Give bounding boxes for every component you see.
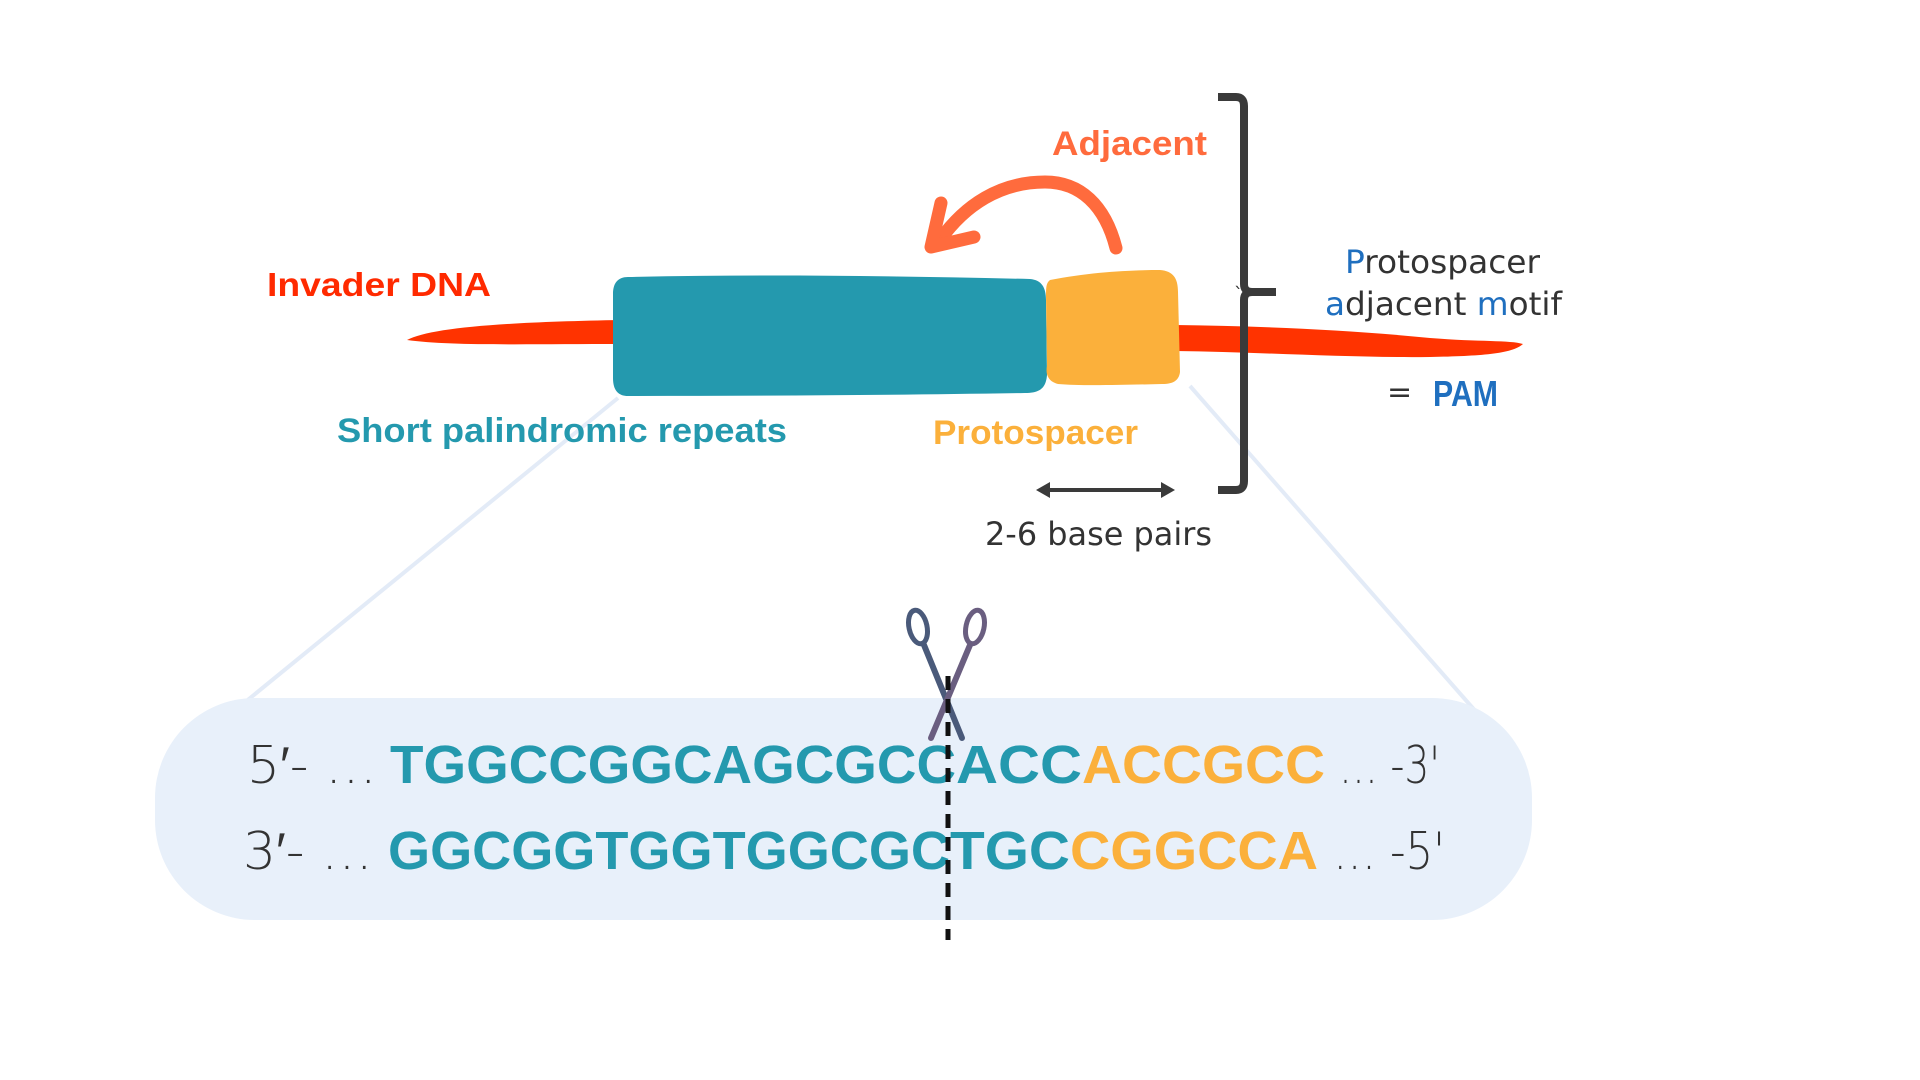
- pam-rest-a: djacent: [1345, 285, 1477, 323]
- bottom-strand-prefix: 3′- …: [243, 822, 373, 882]
- pam-abbrev: PAM: [1433, 373, 1498, 414]
- curved-arrow-icon: [924, 175, 1123, 255]
- bottom-strand: 3′- … GGCGGTGGTGGCGC TGC CGGCCA … -5': [243, 821, 1445, 882]
- pam-initial-p: P: [1345, 243, 1365, 281]
- top-protospacer: ACCGCC: [1082, 735, 1325, 795]
- scissors-icon: [906, 607, 987, 741]
- protospacer-label: Protospacer: [933, 414, 1138, 452]
- repeats-block: [613, 275, 1047, 396]
- pam-equals: =: [1387, 375, 1412, 410]
- curly-brace-icon: [1218, 93, 1276, 494]
- pam-initial-m: m: [1477, 285, 1509, 323]
- pam-rest-m: otif: [1509, 285, 1563, 323]
- top-strand: 5′- … TGGCCGGCAGCGCC ACC ACCGCC … -3': [247, 735, 1440, 796]
- zoom-line-right: [1188, 384, 1487, 724]
- bottom-repeat-after-cut: TGC: [950, 821, 1070, 881]
- invader-dna-strand-right: [1175, 325, 1523, 358]
- pam-expansion-line2: adjacent motif: [1325, 285, 1563, 323]
- pam-expansion-line1: Protospacer: [1345, 243, 1541, 281]
- pam-initial-a: a: [1325, 285, 1345, 323]
- sequence-panel: [155, 698, 1532, 920]
- pam-rest-p: rotospacer: [1364, 243, 1541, 281]
- adjacent-label: Adjacent: [1052, 125, 1207, 163]
- invader-dna-label: Invader DNA: [267, 266, 491, 303]
- top-repeat-before-cut: TGGCCGGCAGCGCC: [390, 735, 956, 795]
- top-strand-suffix: … -3': [1339, 736, 1440, 796]
- top-repeat-after-cut: ACC: [956, 735, 1082, 795]
- bottom-protospacer: CGGCCA: [1070, 821, 1318, 881]
- protospacer-block: [1046, 270, 1180, 386]
- stray-tick-mark: `: [1234, 284, 1243, 305]
- invader-dna-strand-left: [407, 320, 622, 345]
- bottom-strand-suffix: … -5': [1333, 822, 1445, 882]
- base-pairs-label: 2-6 base pairs: [985, 515, 1212, 553]
- zoom-line-left: [231, 396, 620, 714]
- bottom-repeat-before-cut: GGCGGTGGTGGCGC: [388, 821, 950, 881]
- top-strand-prefix: 5′- …: [247, 736, 377, 796]
- short-palindromic-repeats-label: Short palindromic repeats: [337, 412, 787, 450]
- double-arrow-icon: [1036, 482, 1175, 498]
